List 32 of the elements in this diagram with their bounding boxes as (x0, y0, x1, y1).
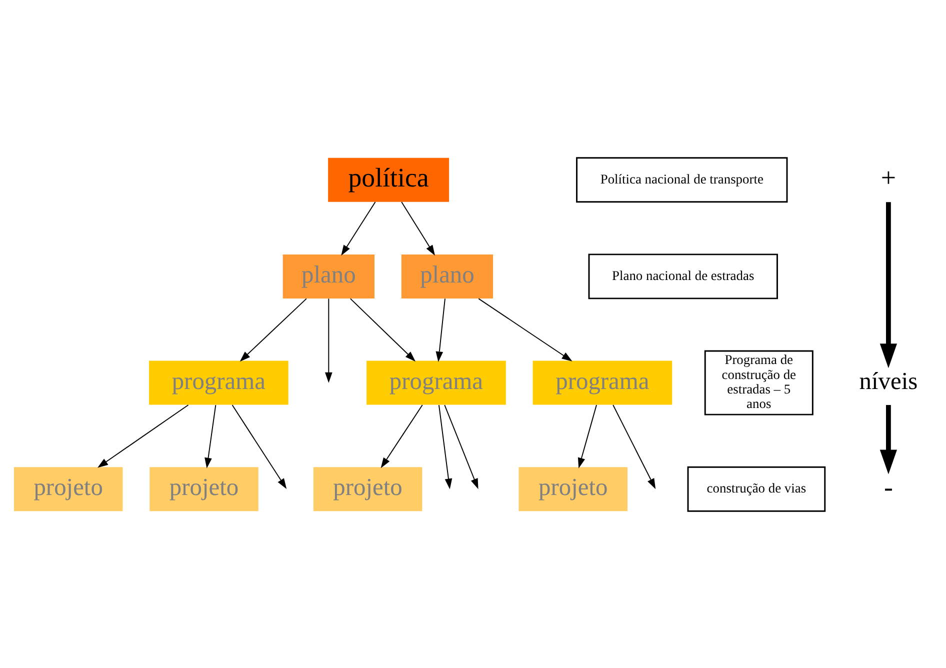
arrow (478, 298, 572, 361)
arrow (400, 201, 435, 256)
arrow (612, 404, 656, 489)
arrow (349, 298, 416, 362)
node-box: Plano nacional de estradas (588, 253, 778, 299)
node-box: Programa de construção de estradas – 5 anos (704, 350, 813, 415)
node-box: plano (400, 254, 493, 298)
node-box: plano (282, 254, 374, 298)
node-box: política (328, 157, 449, 202)
arrow (204, 404, 216, 468)
arrow (239, 298, 306, 362)
node-box: projeto (13, 466, 122, 511)
node-box: programa (532, 360, 672, 404)
arrow (231, 404, 286, 488)
arrow (577, 404, 596, 468)
arrow (444, 404, 478, 489)
label: - (883, 471, 892, 502)
arrow (340, 201, 376, 256)
label: + (880, 162, 896, 192)
node-box: programa (366, 360, 506, 404)
label: níveis (858, 367, 918, 394)
node-box: construção de vias (686, 466, 826, 512)
node-box: Política nacional de transporte (576, 156, 788, 202)
arrow (438, 404, 452, 489)
node-box: programa (148, 360, 288, 404)
node-box: projeto (518, 466, 627, 511)
arrow (435, 298, 445, 362)
node-box: projeto (149, 466, 258, 511)
node-box: projeto (312, 466, 422, 511)
arrow (380, 404, 422, 468)
arrow (324, 298, 332, 382)
arrow (96, 404, 188, 468)
